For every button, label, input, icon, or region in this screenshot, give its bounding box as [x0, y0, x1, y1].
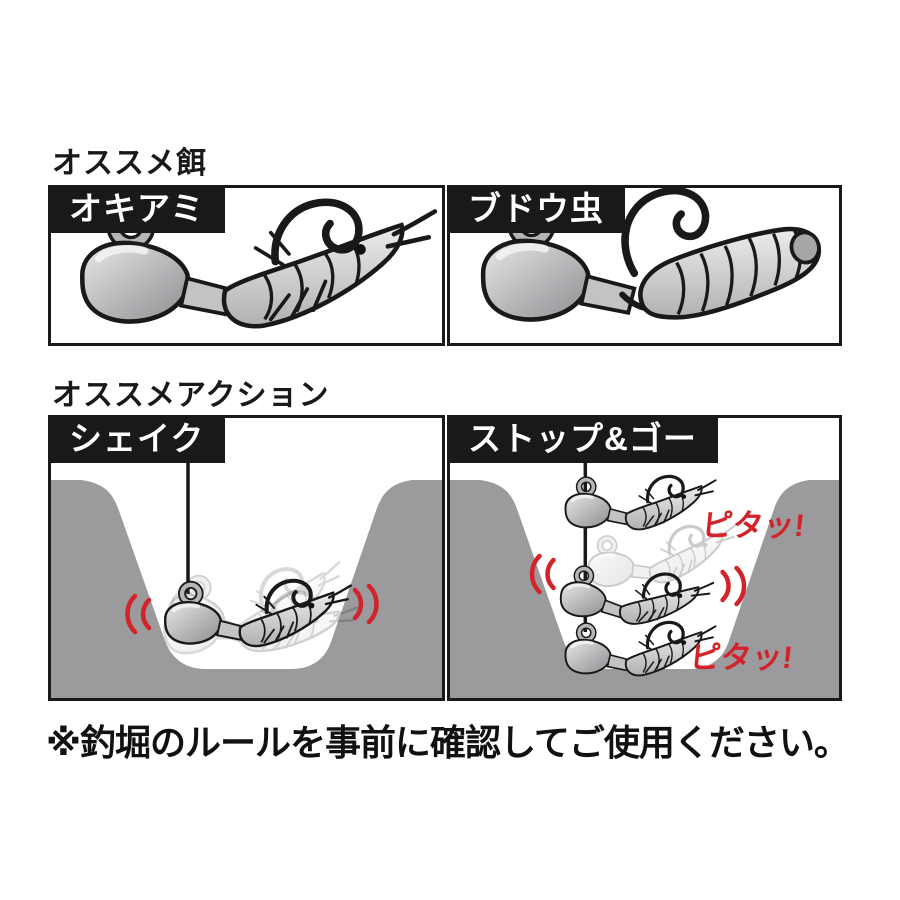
rules-footnote: ※釣堀のルールを事前に確認してご使用ください。 [46, 722, 850, 763]
panel-label-shake: シェイク [48, 415, 226, 463]
shake-action-illustration [51, 463, 442, 698]
panel-label-krill: オキアミ [48, 185, 226, 233]
section-heading-bait: オススメ餌 [52, 147, 207, 180]
panel-label-waxworm: ブドウ虫 [447, 185, 625, 233]
bait-panel-row: オキアミ ブドウ虫 [48, 185, 842, 346]
action-panel-row: シェイク ストップ&ゴー [48, 415, 842, 701]
panel-waxworm-bait: ブドウ虫 [447, 185, 842, 346]
svg-text:ピタッ!: ピタッ! [688, 640, 794, 675]
pond-cross-section-icon [51, 480, 442, 698]
panel-shake-action: シェイク [48, 415, 445, 701]
svg-text:ピタッ!: ピタッ! [700, 508, 806, 543]
stop-callout-bottom: ピタッ! [688, 640, 794, 675]
stop-callout-top: ピタッ! [700, 508, 806, 543]
panel-label-stop-and-go: ストップ&ゴー [447, 415, 718, 463]
panel-stop-and-go-action: ストップ&ゴー ピタッ! ピタッ! [447, 415, 842, 701]
stop-and-go-illustration: ピタッ! ピタッ! [450, 463, 839, 698]
section-heading-action: オススメアクション [52, 379, 330, 412]
panel-krill-bait: オキアミ [48, 185, 445, 346]
